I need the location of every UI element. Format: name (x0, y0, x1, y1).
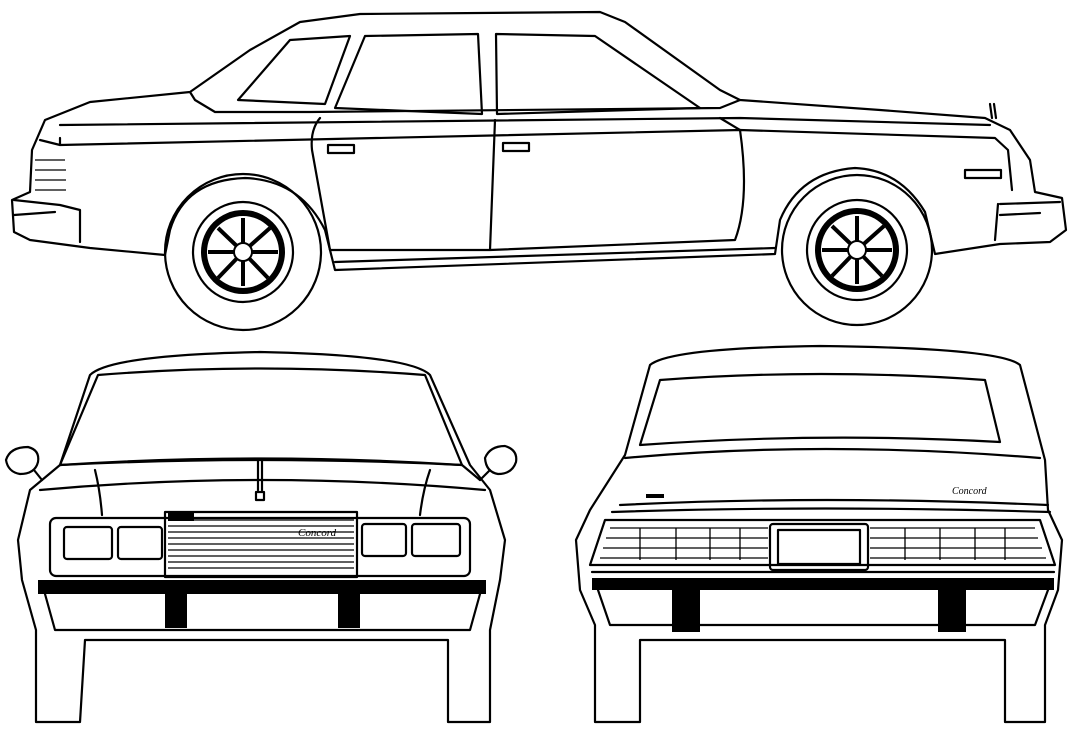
front-door-handle (501, 141, 531, 153)
side-front-door-window (494, 32, 702, 116)
headlight-inner-right (360, 522, 408, 558)
windshield (58, 367, 464, 467)
rear-valance (596, 588, 1050, 627)
bumper-guard-right (338, 594, 360, 628)
tail-light-slats (35, 159, 66, 191)
rear-fascia (588, 518, 1057, 567)
license-plate-frame (768, 522, 870, 572)
concord-emblem-rear: Concord (952, 486, 988, 497)
side-marker-light (963, 168, 1003, 180)
side-rear-window (236, 34, 352, 106)
trunk-lines (610, 447, 1052, 514)
hood-creases (93, 468, 432, 517)
front-outline (16, 350, 507, 724)
headlight-outer-right (410, 522, 462, 558)
front-bumper (38, 580, 486, 594)
rear-bumper-side (12, 198, 82, 244)
hood-ornament (254, 458, 266, 502)
tail-light-left (600, 527, 768, 560)
concord-emblem-front: Concord (298, 527, 337, 539)
antenna (988, 102, 998, 120)
mirror-left (4, 445, 44, 482)
rear-view: Concord (574, 344, 1064, 724)
side-door-seams (310, 116, 746, 252)
rear-door-handle (326, 143, 356, 155)
tail-light-right (870, 527, 1046, 560)
front-valance (43, 592, 482, 632)
license-plate (776, 528, 862, 566)
front-bumper-side (993, 200, 1062, 242)
side-roof-line (188, 90, 742, 114)
mirror-right (478, 444, 518, 482)
front-grille (163, 510, 359, 579)
rear-bumper-guard-left (672, 590, 700, 632)
rear-bumper (592, 578, 1054, 590)
rear-badge (646, 494, 664, 498)
side-body-stripe (38, 128, 1014, 192)
rear-bumper-guard-right (938, 590, 966, 632)
headlight-inner-left (116, 525, 164, 561)
bumper-guard-left (165, 594, 187, 628)
front-view: Concord (4, 350, 518, 724)
rear-outline (574, 344, 1064, 724)
rear-window (638, 372, 1002, 447)
side-rocker (333, 246, 777, 264)
front-wheel (780, 173, 934, 327)
grille-badge (168, 513, 194, 521)
side-view (10, 10, 1068, 332)
rear-wheel (163, 172, 323, 332)
side-body-outline (10, 10, 1068, 272)
side-rear-door-window (333, 32, 484, 116)
side-beltline (58, 116, 992, 127)
headlight-outer-left (62, 525, 114, 561)
